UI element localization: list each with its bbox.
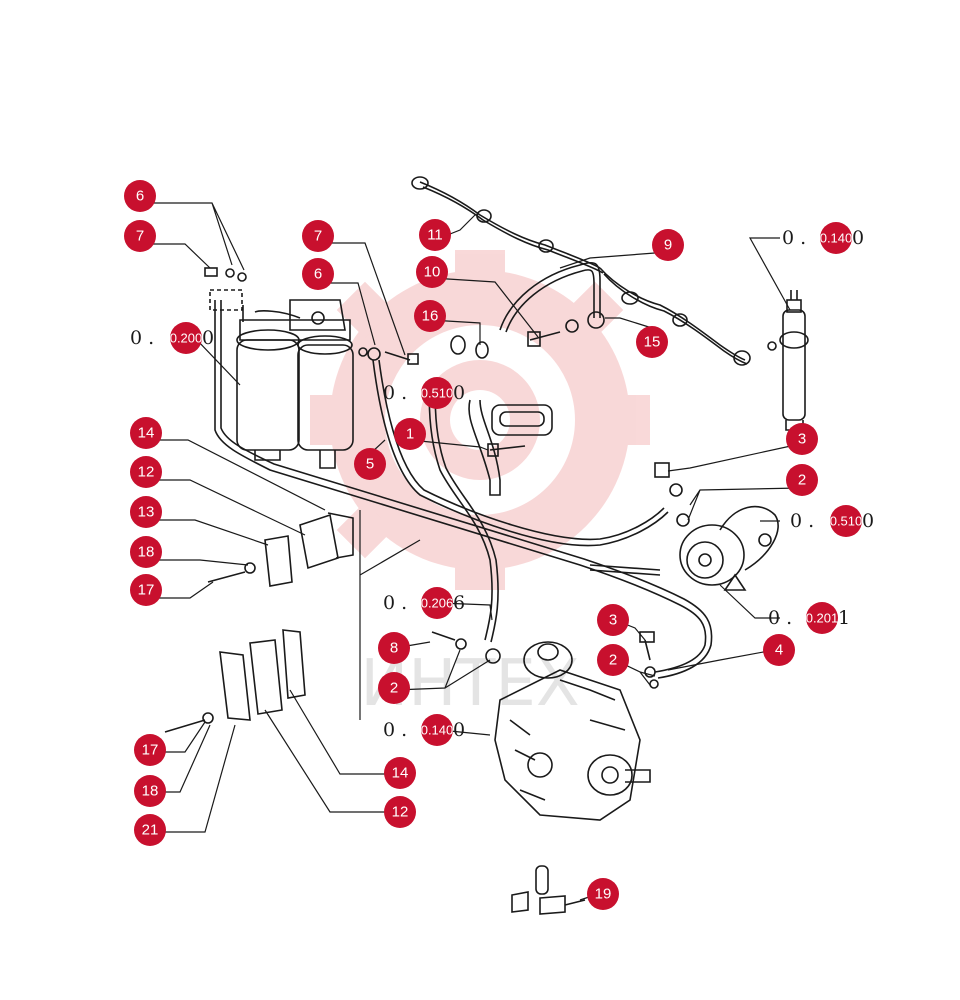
group-ref-pump-pipe[interactable]: 0 . 0.510 0	[790, 505, 874, 537]
ref-suffix: 6	[453, 592, 465, 614]
callout-label: 18	[138, 544, 155, 561]
callout-label: 7	[136, 228, 144, 245]
ref-prefix: 0 .	[768, 607, 792, 629]
ref-badge: 0.510	[421, 386, 454, 401]
callout-label: 16	[422, 308, 439, 325]
callout-label: 2	[390, 680, 398, 697]
callout-2-washer-injection[interactable]: 2	[597, 644, 629, 676]
callout-9-leak-off-pipe[interactable]: 9	[652, 229, 684, 261]
callout-label: 17	[138, 582, 155, 599]
callout-15-washer[interactable]: 15	[636, 326, 668, 358]
callout-16-bracket[interactable]: 16	[414, 300, 446, 332]
callout-10-bolt[interactable]: 10	[416, 256, 448, 288]
components	[164, 176, 809, 915]
callout-4-return-pipe[interactable]: 4	[763, 634, 795, 666]
ref-badge: 0.140	[820, 231, 853, 246]
callout-label: 14	[138, 425, 155, 442]
callout-label: 6	[314, 266, 322, 283]
group-ref-pipe-upper[interactable]: 0 . 0.510 0	[383, 377, 465, 409]
ref-prefix: 0 .	[383, 719, 407, 741]
callout-label: 10	[424, 264, 441, 281]
ref-prefix: 0 .	[130, 327, 154, 349]
callout-17-screw-lower[interactable]: 17	[134, 734, 166, 766]
callout-label: 7	[314, 228, 322, 245]
callout-6-filter-washer[interactable]: 6	[124, 180, 156, 212]
ref-badge: 0.206	[421, 596, 454, 611]
watermark-gear-icon	[310, 250, 650, 590]
callout-label: 17	[142, 742, 159, 759]
callout-14-insulator[interactable]: 14	[130, 417, 162, 449]
callout-13-plate[interactable]: 13	[130, 496, 162, 528]
callout-label: 14	[392, 765, 409, 782]
ref-suffix: 0	[453, 719, 465, 741]
callout-label: 2	[798, 472, 806, 489]
callout-11-injector-pipe[interactable]: 11	[419, 219, 451, 251]
ref-suffix: 0	[862, 510, 874, 532]
callout-label: 12	[392, 804, 409, 821]
ref-suffix: 0	[202, 327, 214, 349]
ref-suffix: 1	[838, 607, 850, 629]
callout-8-bolt[interactable]: 8	[378, 632, 410, 664]
callout-label: 12	[138, 464, 155, 481]
callout-label: 5	[366, 456, 374, 473]
callout-17-screw[interactable]: 17	[130, 574, 162, 606]
callout-18-washer[interactable]: 18	[130, 536, 162, 568]
callout-19-clip[interactable]: 19	[587, 878, 619, 910]
callout-2-washer-pump[interactable]: 2	[786, 464, 818, 496]
callout-label: 8	[390, 640, 398, 657]
ref-badge: 0.140	[421, 723, 454, 738]
callout-label: 21	[142, 822, 159, 839]
leader-lines	[140, 202, 801, 901]
callout-3-banjo-bolt-pump[interactable]: 3	[786, 423, 818, 455]
callout-label: 1	[406, 426, 414, 443]
feed-pump	[589, 505, 779, 591]
callout-7-banjo-bolt[interactable]: 7	[302, 220, 334, 252]
callout-1-fuel-pipe[interactable]: 1	[394, 418, 426, 450]
callout-label: 2	[609, 652, 617, 669]
callout-2-washer-left[interactable]: 2	[378, 672, 410, 704]
callout-label: 3	[609, 612, 617, 629]
group-ref-feed-pump[interactable]: 0 . 0.201 1	[768, 602, 850, 634]
callout-label: 6	[136, 188, 144, 205]
ref-badge: 0.510	[830, 514, 863, 529]
group-ref-pipe-lower[interactable]: 0 . 0.206 6	[383, 587, 465, 619]
group-ref-filter[interactable]: 0 . 0.200 0	[130, 322, 214, 354]
injection-pump	[494, 641, 651, 821]
ref-badge: 0.201	[806, 611, 839, 626]
group-ref-injection-pump[interactable]: 0 . 0.140 0	[383, 714, 465, 746]
callout-label: 11	[427, 227, 443, 244]
ref-badge: 0.200	[170, 331, 203, 346]
clips-part-19	[511, 865, 586, 915]
ref-prefix: 0 .	[383, 382, 407, 404]
ref-prefix: 0 .	[782, 227, 806, 249]
group-ref-injector[interactable]: 0 . 0.140 0	[782, 222, 864, 254]
fuel-lines	[214, 300, 713, 679]
callout-label: 4	[775, 642, 783, 659]
fittings	[204, 267, 690, 527]
callout-5-fuel-pipe[interactable]: 5	[354, 448, 386, 480]
callout-label: 19	[595, 886, 612, 903]
callout-7-filter-bolt[interactable]: 7	[124, 220, 156, 252]
injector	[779, 290, 809, 431]
callout-label: 13	[138, 504, 155, 521]
callout-21-plate[interactable]: 21	[134, 814, 166, 846]
callout-14-insulator-lower[interactable]: 14	[384, 757, 416, 789]
callout-3-banjo-bolt-injection[interactable]: 3	[597, 604, 629, 636]
callout-18-washer-lower[interactable]: 18	[134, 775, 166, 807]
callout-label: 18	[142, 783, 159, 800]
ref-suffix: 0	[852, 227, 864, 249]
brackets	[164, 512, 659, 733]
ref-prefix: 0 .	[383, 592, 407, 614]
callout-label: 15	[644, 334, 661, 351]
callout-6-banjo-washer[interactable]: 6	[302, 258, 334, 290]
callout-12-clamp-lower[interactable]: 12	[384, 796, 416, 828]
callout-label: 3	[798, 431, 806, 448]
callout-label: 9	[664, 237, 672, 254]
ref-suffix: 0	[453, 382, 465, 404]
callout-12-clamp[interactable]: 12	[130, 456, 162, 488]
ref-prefix: 0 .	[790, 510, 814, 532]
fuel-filters	[236, 299, 354, 469]
